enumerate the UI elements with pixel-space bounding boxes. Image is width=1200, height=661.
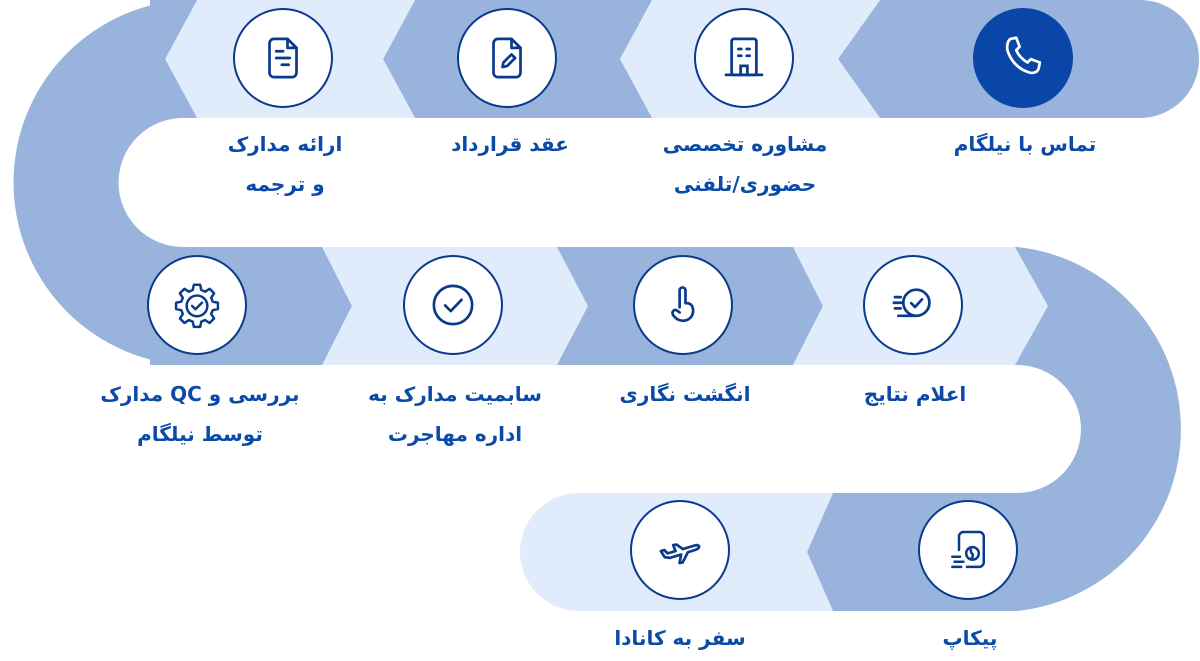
building-icon [724,37,764,77]
step-5-label: بررسی و QC مدارک توسط نیلگام [75,374,325,454]
passport-globe-icon [951,530,985,569]
step-2-label: مشاوره تخصصی حضوری/تلفنی [620,124,870,204]
step-1-label: تماس با نیلگام [953,132,1097,156]
document-text-icon [268,37,298,79]
step-7-fingerprint-circle [633,255,733,355]
step-10-label: سفر به کانادا [614,626,746,650]
step-5-label-line-2: توسط نیلگام [137,422,263,446]
step-4-label-line-2: و ترجمه [245,172,325,196]
step-8-results-circle [863,255,963,355]
phone-icon [1005,36,1042,75]
step-9-pickup-circle [918,500,1018,600]
step-6-submit-circle [403,255,503,355]
step-6-label-line-1: سابمیت مدارک به [368,382,542,406]
gear-check-icon [174,283,220,329]
step-8-label: اعلام نتایج [863,382,967,406]
step-5-label-line-1: بررسی و QC مدارک [100,382,300,406]
step-4-documents-circle [233,8,333,108]
document-edit-icon [492,37,522,79]
step-9-label: پیکاپ [942,626,998,650]
step-6-label: سابمیت مدارک به اداره مهاجرت [330,374,580,454]
step-4-label-line-1: ارائه مدارک [227,132,343,156]
check-circle-icon [432,284,474,326]
step-4-label: ارائه مدارک و ترجمه [160,124,410,204]
fast-check-icon [892,288,931,318]
airplane-icon [659,543,701,565]
step-2-label-line-2: حضوری/تلفنی [673,172,817,196]
step-10-travel-circle [630,500,730,600]
step-5-qc-circle [147,255,247,355]
step-7-label: انگشت نگاری [619,382,751,406]
finger-pointer-icon [671,286,695,323]
step-2-building-circle [694,8,794,108]
step-3-contract-circle [457,8,557,108]
step-3-label: عقد قرارداد [451,132,569,156]
step-2-label-line-1: مشاوره تخصصی [662,132,828,156]
step-1-phone-circle [973,8,1073,108]
step-6-label-line-2: اداره مهاجرت [387,422,523,446]
